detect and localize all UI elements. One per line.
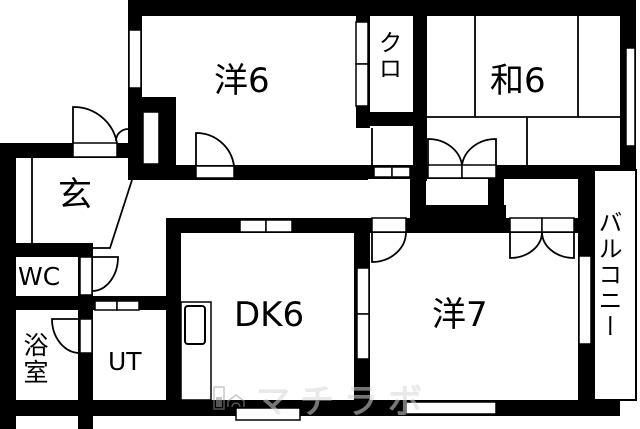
room-label-bath: 浴室 [20, 332, 49, 386]
room-label-entrance: 玄 [58, 175, 92, 215]
room-label-balcony: バルコニー [594, 210, 622, 340]
room-label-wc: WC [18, 262, 61, 291]
windows [94, 21, 637, 421]
room-label-japanese-6: 和6 [490, 61, 546, 101]
tatami-lines [31, 16, 624, 249]
watermark: マチラボ [212, 380, 432, 422]
room-label-western-6: 洋6 [214, 61, 270, 101]
room-label-utility: UT [108, 347, 142, 376]
building-house-logo-icon [213, 386, 245, 410]
room-label-closet: クロ [374, 30, 402, 82]
room-label-dining-kitchen-6: DK6 [234, 295, 305, 335]
doors [51, 106, 575, 354]
room-label-western-7: 洋7 [432, 295, 488, 335]
watermark-text: マチラボ [256, 381, 432, 422]
